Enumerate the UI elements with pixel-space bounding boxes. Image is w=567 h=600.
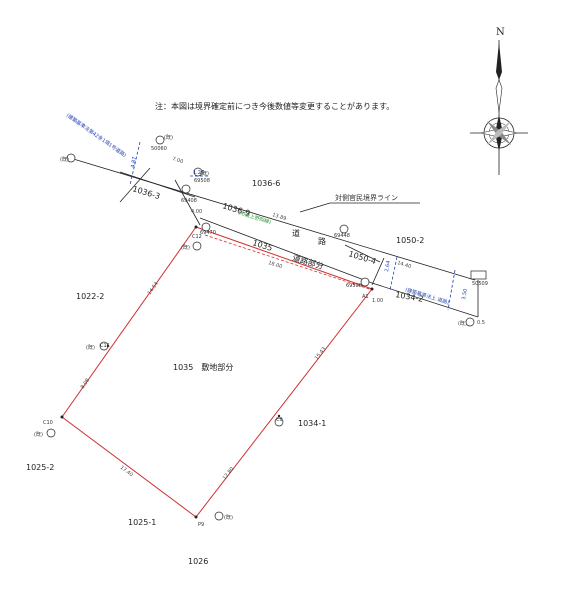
- dim-1-00: 1.00: [372, 298, 383, 304]
- point-c9: C9: [276, 417, 283, 423]
- dim-18-00: 18.00: [267, 260, 282, 270]
- dim-1-26: 1.26: [193, 170, 204, 176]
- point-69508b: 69508: [346, 283, 362, 289]
- point-69448: 69448: [334, 233, 350, 239]
- point-69508: 69508: [194, 178, 210, 184]
- north-arrow-icon: N: [470, 27, 528, 175]
- disclaimer-note: 注：本図は境界確定前につき今後数値等変更することがあります。: [155, 101, 394, 111]
- dim-13-89: 13.89: [271, 212, 286, 222]
- north-label: N: [496, 27, 505, 38]
- lot-1050-2: 1050-2: [396, 236, 424, 245]
- lot-1022-2: 1022-2: [76, 292, 104, 301]
- road-boundary-lines: [69, 157, 479, 318]
- lot-1036-6: 1036-6: [252, 179, 280, 188]
- dim-2-64: 2.64: [384, 260, 392, 272]
- opposite-boundary-line-label: 対側官民境界ライン: [335, 193, 398, 202]
- existing-marker-1: (既): [164, 135, 173, 141]
- existing-marker-5: (既): [458, 321, 467, 327]
- point-50060: 50060: [151, 146, 167, 152]
- site-parcel: [61, 226, 373, 518]
- dim-0-5: 0.5: [477, 320, 485, 326]
- existing-marker-7: (既): [34, 432, 43, 438]
- point-a1: A1: [362, 294, 369, 300]
- dim-4-87: 4.87: [130, 156, 138, 168]
- road-width-lines: [129, 141, 456, 311]
- dim-7-00: 7.00: [171, 156, 183, 165]
- road-law-label-left: (建築基準法第42条1項1号道路): [65, 112, 128, 159]
- lot-1025-1: 1025-1: [128, 518, 156, 527]
- lot-1036-3: 1036-3: [131, 184, 161, 201]
- lot-1025-2: 1025-2: [26, 463, 54, 472]
- point-50509: 50509: [472, 281, 488, 287]
- survey-point-markers: [46, 135, 487, 521]
- dim-17-40: 17.40: [119, 465, 134, 478]
- point-c10: C10: [43, 420, 53, 426]
- dim-3-50: 3.50: [461, 288, 469, 300]
- point-69470: 69470: [200, 230, 216, 236]
- dim-4-00: 4.00: [191, 209, 202, 215]
- dim-8-08: 8.08: [80, 378, 91, 391]
- lot-1034-1: 1034-1: [298, 419, 326, 428]
- existing-marker-4: (既): [181, 245, 190, 251]
- point-c11: C11: [100, 343, 110, 349]
- existing-marker-2: (既): [60, 157, 69, 163]
- point-p9: P9: [198, 522, 204, 528]
- existing-marker-6: (既): [86, 345, 95, 351]
- existing-marker-3: (既): [200, 171, 209, 177]
- road-part-dashed-line: [204, 234, 373, 291]
- lot-1050-4: 1050-4: [347, 249, 377, 266]
- lot-1026: 1026: [188, 557, 208, 566]
- dim-15-43: 15.43: [314, 346, 328, 361]
- road-label-b: 路: [318, 236, 326, 246]
- existing-marker-8: (既): [224, 515, 233, 521]
- point-69408: 69408: [181, 198, 197, 204]
- dim-12-80: 12.80: [222, 466, 236, 481]
- point-c12: C12: [192, 234, 202, 240]
- dim-14-54: 14.54: [147, 281, 160, 296]
- lot-1035-site: 1035 敷地部分: [173, 362, 233, 372]
- road-part-label: 道路部分: [291, 252, 325, 271]
- road-label-a: 道: [292, 228, 300, 238]
- dim-14-40: 14.40: [396, 260, 411, 270]
